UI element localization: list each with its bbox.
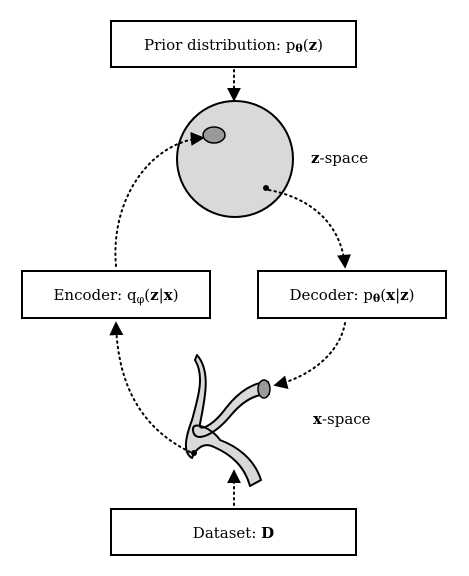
x-space-manifold (185, 354, 271, 487)
dataset-label: Dataset: D (193, 524, 274, 542)
decoder-label: Decoder: pθ(x|z) (289, 286, 414, 305)
zspace-to-decoder-arrow (268, 189, 351, 269)
latent-point-dot (263, 185, 269, 191)
z-space-circle (176, 100, 294, 218)
decoder-to-xspace-arrow (273, 322, 346, 390)
x-region-ellipse (257, 379, 271, 399)
latent-region-ellipse (202, 126, 226, 144)
encoder-to-zspace-arrow (114, 131, 205, 267)
decoder-box: Decoder: pθ(x|z) (257, 270, 447, 319)
encoder-label: Encoder: qφ(z|x) (53, 286, 178, 306)
data-point-dot (191, 450, 197, 456)
prior-distribution-label: Prior distribution: pθ(z) (144, 36, 323, 55)
xspace-to-encoder-arrow (109, 321, 191, 453)
z-space-label: z-space (311, 149, 368, 167)
encoder-box: Encoder: qφ(z|x) (21, 270, 211, 319)
x-space-label: x-space (313, 410, 371, 428)
dataset-box: Dataset: D (110, 508, 357, 556)
prior-distribution-box: Prior distribution: pθ(z) (110, 20, 357, 68)
